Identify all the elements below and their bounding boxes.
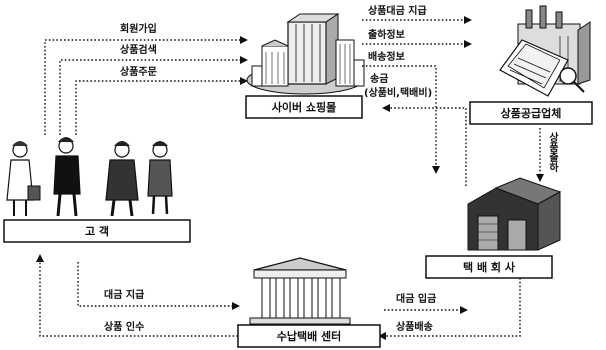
node-customer: 고 객	[3, 219, 191, 243]
node-collection-center: 수납택배 센터	[237, 324, 381, 348]
supplier-factory-icon	[499, 5, 591, 97]
label-order: 상품주문	[120, 65, 157, 78]
label-payment-to-supplier: 상품대금 지급	[368, 4, 427, 17]
label-pay-price: 대금 지급	[104, 288, 144, 301]
label-delivery-info: 배송정보	[368, 50, 405, 63]
node-cyber-mall: 사이버 쇼핑몰	[245, 95, 363, 119]
label-price-deposit: 대금 입금	[396, 292, 436, 305]
label-receive-goods: 상품 인수	[104, 320, 144, 333]
collection-center-building-icon	[249, 257, 351, 325]
arrow-delivery-info	[362, 65, 440, 174]
arrow-search	[59, 56, 248, 135]
node-delivery-company: 택 배 회 사	[425, 255, 553, 279]
customers-people-icon	[6, 137, 173, 217]
arrow-remit	[382, 104, 467, 186]
arrow-goods-delivery	[378, 278, 521, 340]
delivery-company-warehouse-icon	[467, 177, 562, 251]
node-collection-center-label: 수납택배 센터	[277, 329, 342, 343]
node-supplier-label: 상품공급업체	[501, 106, 562, 120]
arrow-order	[75, 77, 248, 135]
node-cyber-mall-label: 사이버 쇼핑몰	[272, 100, 337, 114]
label-remit-detail: (상품비,택배비)	[364, 86, 432, 99]
node-customer-label: 고 객	[85, 224, 109, 238]
label-goods-delivery: 상품배송	[396, 320, 433, 333]
node-supplier: 상품공급업체	[469, 101, 593, 125]
cyber-mall-building-icon	[246, 13, 365, 95]
label-search: 상품검색	[120, 43, 157, 56]
arrow-pay-price	[77, 262, 240, 310]
arrow-signup	[44, 36, 248, 135]
label-signup: 회원가입	[120, 22, 157, 35]
label-product-shipment: 상품출하	[547, 131, 559, 173]
node-delivery-company-label: 택 배 회 사	[463, 260, 516, 274]
label-remit: 송금	[370, 73, 388, 85]
label-shipping-info: 출하정보	[368, 28, 405, 41]
arrow-receive-goods	[36, 254, 238, 337]
